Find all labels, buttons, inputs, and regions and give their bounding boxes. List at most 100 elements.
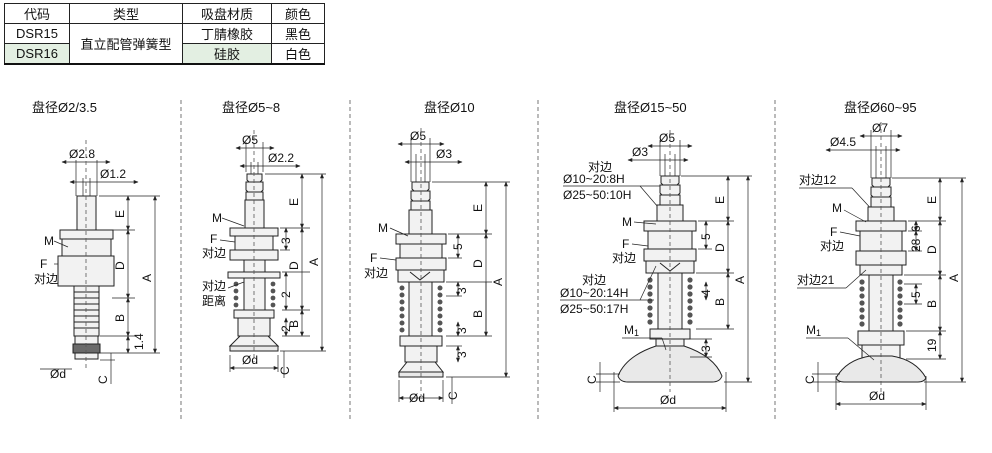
color-cell: 白色 — [271, 43, 325, 65]
dim-e: E — [713, 196, 727, 204]
table-header-row: 代码 类型 吸盘材质 颜色 — [4, 3, 325, 24]
leader-line — [847, 337, 875, 361]
label-od-d: d — [669, 393, 676, 407]
dim-4: 4 — [699, 289, 713, 296]
dim-2: 2 — [279, 325, 293, 332]
label-m: M — [44, 234, 54, 248]
dim-5: 5 — [909, 291, 923, 298]
leader-line — [389, 227, 409, 237]
label-od-d: d — [878, 389, 885, 403]
dim-label: Ø2.2 — [268, 151, 294, 165]
label-od: Ød — [50, 367, 66, 381]
view-title: 盘径Ø15~50 — [614, 100, 687, 115]
label-m1: M1 — [806, 323, 821, 338]
leader-line — [639, 265, 657, 301]
label-t4: 对边 — [582, 273, 606, 287]
dim-d: D — [925, 245, 939, 254]
dim-label: Ø3 — [632, 145, 648, 159]
view-title: 盘径Ø60~95 — [844, 100, 917, 115]
table-row: DSR16 硅胶 白色 — [4, 43, 325, 65]
dim-d: D — [113, 261, 127, 270]
fitting-part — [408, 209, 433, 235]
fitting-part — [76, 195, 97, 231]
label-t2: 对边21 — [797, 273, 835, 287]
dim-2: 2 — [279, 291, 293, 298]
dim-a: A — [947, 274, 961, 282]
label-m: M — [212, 211, 222, 225]
label-t5: Ø10~20:14H — [560, 286, 628, 300]
leader-line — [53, 240, 69, 248]
label-s2: 距离 — [202, 293, 226, 308]
pad-part — [72, 343, 101, 354]
dim-label: Ø3 — [436, 147, 452, 161]
label-t1: 对边12 — [799, 173, 837, 187]
label-f2: 对边 — [820, 239, 844, 253]
shaft-part — [74, 335, 99, 345]
dim-3: 3 — [699, 345, 713, 352]
dim-a: A — [307, 258, 321, 266]
leader-line — [379, 257, 397, 261]
view-4: 盘径Ø15~50 Ø5 Ø3 对边 Ø10~20:8H Ø25~50:10H M… — [560, 100, 752, 412]
dim-len: 1.4 — [132, 333, 146, 350]
leader-line — [633, 221, 657, 225]
dim-b: B — [713, 298, 727, 306]
pad-part — [74, 352, 99, 360]
barb-part — [245, 173, 264, 201]
leader-line — [661, 337, 667, 351]
label-od-text: Ø — [869, 389, 878, 403]
label-t6: Ø25~50:17H — [560, 302, 628, 316]
dim-a: A — [491, 278, 505, 286]
dim-5: 5 — [699, 233, 713, 240]
label-f: F — [210, 232, 217, 246]
dim-a: A — [140, 274, 154, 282]
dim-e: E — [471, 204, 485, 212]
view-title: 盘径Ø5~8 — [222, 100, 280, 115]
dim-d: D — [287, 261, 301, 270]
label-t2: Ø10~20:8H — [563, 172, 625, 186]
view-title: 盘径Ø2/3.5 — [32, 100, 97, 115]
dim-c: C — [585, 375, 599, 384]
label-m1-sub: 1 — [816, 328, 821, 338]
material-cell: 丁腈橡胶 — [182, 23, 272, 44]
label-od: Ød — [409, 391, 425, 405]
label-f: F — [622, 237, 629, 251]
dim-b: B — [471, 310, 485, 318]
dim-e: E — [287, 198, 301, 206]
thread-lines — [74, 291, 99, 329]
label-t1: 对边 — [588, 160, 612, 174]
dim-label: Ø4.5 — [830, 135, 856, 149]
color-cell: 黑色 — [271, 23, 325, 44]
leader-line — [845, 269, 867, 289]
spring-part — [647, 277, 693, 325]
dim-e: E — [925, 196, 939, 204]
label-m1-text: M — [624, 323, 634, 337]
view-1: 盘径Ø2/3.5 Ø2.8 Ø1.2 M F 对边 Ød — [32, 100, 160, 384]
dim-c: C — [803, 375, 817, 384]
spring-part — [399, 285, 443, 333]
label-od-text: Ø — [242, 353, 251, 367]
barb-part — [410, 181, 431, 211]
dim-28-label: 28 — [909, 238, 923, 252]
dim-c: C — [96, 375, 110, 384]
label-f: F — [40, 257, 47, 271]
label-m: M — [378, 221, 388, 235]
nut-part — [59, 229, 114, 240]
spec-table: 代码 类型 吸盘材质 颜色 DSR15 直立配管弹簧型 丁腈橡胶 黑色 DSR1… — [4, 3, 325, 65]
label-od: Ød — [242, 353, 258, 367]
dim-b: B — [287, 320, 301, 328]
dim-3: 3 — [455, 287, 469, 294]
label-od-d: d — [418, 391, 425, 405]
dim-b: B — [925, 300, 939, 308]
dim-label: Ø5 — [242, 133, 258, 147]
dim-label: Ø7 — [872, 121, 888, 135]
dim-6: 6 — [909, 225, 923, 232]
leader-line — [219, 239, 236, 243]
label-m: M — [832, 201, 842, 215]
label-od-text: Ø — [409, 391, 418, 405]
dim-label: Ø5 — [659, 131, 675, 145]
dim-3: 3 — [279, 237, 293, 244]
leader-line — [631, 243, 649, 247]
header-material: 吸盘材质 — [182, 3, 272, 24]
view-separators — [180, 100, 776, 420]
